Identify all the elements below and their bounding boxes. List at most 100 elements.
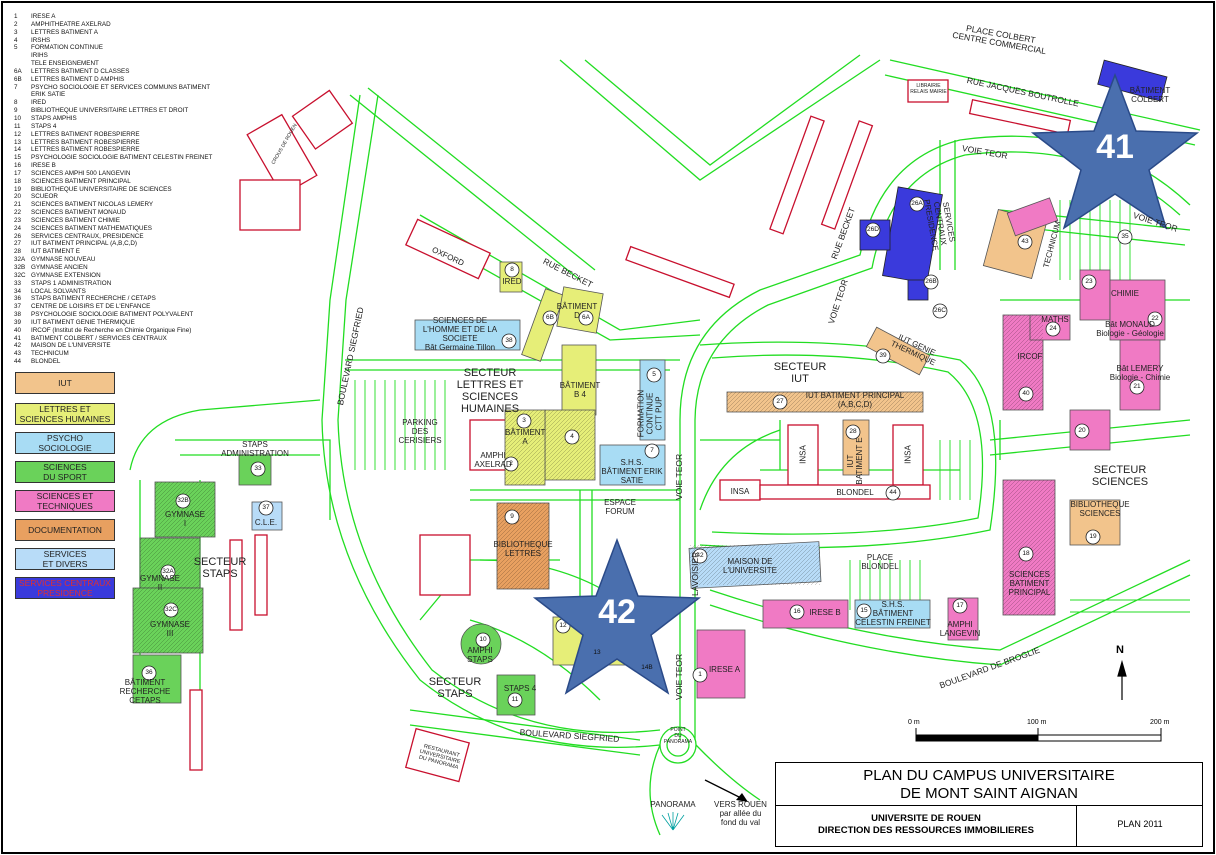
legend-entry-number: 7 bbox=[14, 83, 18, 91]
label-insa-3: INSA bbox=[730, 487, 750, 496]
building-marker[interactable]: 38 bbox=[505, 337, 513, 344]
building-marker[interactable]: 23 bbox=[1085, 278, 1093, 285]
building-marker[interactable]: 28 bbox=[849, 428, 857, 435]
building-marker[interactable]: 42 bbox=[696, 552, 704, 559]
legend-entry-name: TELE ENSEIGNEMENT bbox=[31, 60, 99, 68]
building-marker[interactable]: 43 bbox=[1021, 238, 1029, 245]
outline-buildings bbox=[189, 79, 1072, 783]
label-gymnase-2: GYMNASE II bbox=[139, 574, 180, 592]
map-subtitle: UNIVERSITE DE ROUEN DIRECTION DES RESSOU… bbox=[818, 813, 1034, 836]
legend-entry-number: 6A bbox=[14, 67, 22, 75]
label-place-blondel: PLACE BLONDEL bbox=[861, 553, 899, 571]
hatch-overlay bbox=[133, 315, 1055, 653]
legend-entry-number: 42 bbox=[14, 342, 22, 350]
label-cle: C.L.E. bbox=[254, 518, 278, 527]
label-ired: IRED bbox=[502, 277, 522, 286]
building-marker[interactable]: 6B bbox=[546, 314, 554, 321]
building-marker[interactable]: 14B bbox=[641, 664, 653, 671]
building-marker[interactable]: 32C bbox=[165, 606, 177, 613]
legend-entry-name: IUT BATIMENT PRINCIPAL (A,B,C,D) bbox=[31, 240, 138, 248]
legend-entry-name: STAPS 1 ADMINISTRATION bbox=[31, 279, 112, 287]
building-marker[interactable]: 5 bbox=[652, 371, 656, 378]
building-marker[interactable]: 37 bbox=[262, 504, 270, 511]
building-marker[interactable]: 22 bbox=[1151, 315, 1159, 322]
star-number-41[interactable]: 41 bbox=[1096, 128, 1134, 166]
building-marker[interactable]: 26D bbox=[867, 226, 879, 233]
building-marker[interactable]: 26A bbox=[911, 200, 923, 207]
building-marker[interactable]: 36 bbox=[145, 669, 153, 676]
legend-entry-name: PSYCHOLOGIE SOCIOLOGIE BATIMENT CELESTIN… bbox=[31, 154, 213, 162]
building-marker[interactable]: 44 bbox=[889, 489, 897, 496]
sector-staps-west-label: SECTEUR STAPS bbox=[193, 556, 247, 580]
building-marker[interactable]: 32B bbox=[177, 497, 189, 504]
building-marker[interactable]: 20 bbox=[1078, 427, 1086, 434]
building-marker[interactable]: 33 bbox=[254, 465, 262, 472]
building-marker[interactable]: 39 bbox=[879, 352, 887, 359]
star-42 bbox=[532, 537, 702, 695]
scale-bar bbox=[915, 728, 1162, 742]
building-marker[interactable]: 32A bbox=[162, 568, 174, 575]
category-key: SCIENCES ET TECHNIQUES bbox=[15, 490, 115, 512]
building-marker[interactable]: 40 bbox=[1022, 390, 1030, 397]
building-marker[interactable]: 8 bbox=[510, 266, 514, 273]
building-marker[interactable]: 6A bbox=[582, 314, 590, 321]
legend-entry-name: STAPS BATIMENT RECHERCHE / CETAPS bbox=[31, 295, 156, 303]
building-marker[interactable]: 11 bbox=[511, 696, 519, 703]
legend-entry-number: 28 bbox=[14, 248, 22, 256]
building-marker[interactable]: 12 bbox=[559, 622, 567, 629]
legend-entry-number: 40 bbox=[14, 326, 22, 334]
legend-entry-name: SCIENCES BATIMENT CHIMIE bbox=[31, 216, 120, 224]
building-marker[interactable]: 4 bbox=[570, 433, 574, 440]
building-marker[interactable]: 18 bbox=[1022, 550, 1030, 557]
label-insa-2: INSA bbox=[903, 445, 913, 464]
label-shs-satie: S.H.S. BÂTIMENT ERIK SATIE bbox=[601, 458, 663, 485]
building-marker[interactable]: 24 bbox=[1049, 325, 1057, 332]
star-number-42[interactable]: 42 bbox=[598, 593, 636, 631]
road-label-voie-teor-5: VOIE TEOR bbox=[674, 653, 684, 700]
building-marker[interactable]: 16 bbox=[793, 608, 801, 615]
building-marker[interactable]: 21 bbox=[1133, 383, 1141, 390]
label-irese-a: IRESE A bbox=[708, 665, 741, 674]
building-marker[interactable]: 19 bbox=[1089, 533, 1097, 540]
building-marker[interactable]: 2 bbox=[509, 460, 513, 467]
legend-entry-name: BLONDEL bbox=[31, 358, 61, 366]
building-marker[interactable]: 27 bbox=[776, 398, 784, 405]
building-marker[interactable]: 13 bbox=[593, 649, 601, 656]
building-marker[interactable]: 26C bbox=[934, 307, 946, 314]
legend-entry-name: LETTRES BATIMENT ROBESPIERRE bbox=[31, 138, 140, 146]
building-marker[interactable]: 15 bbox=[860, 607, 868, 614]
building-marker[interactable]: 3 bbox=[522, 417, 526, 424]
label-shs-freinet: S.H.S. BÂTIMENT CELESTIN FREINET bbox=[855, 600, 931, 627]
building-marker[interactable]: 17 bbox=[956, 602, 964, 609]
label-bibliotheque-lettres: BIBLIOTHEQUE LETTRES bbox=[493, 540, 553, 558]
building-marker[interactable]: 1 bbox=[698, 671, 702, 678]
legend-entry-name: BIBLIOTHEQUE UNIVERSITAIRE LETTRES ET DR… bbox=[31, 107, 189, 115]
building-marker[interactable]: 9 bbox=[510, 513, 514, 520]
legend-entry-number: 32A bbox=[14, 256, 26, 264]
building-marker[interactable]: 26B bbox=[925, 278, 937, 285]
legend-entry-name: IUT BATIMENT GENIE THERMIQUE bbox=[31, 318, 135, 326]
building-marker[interactable]: 10 bbox=[479, 636, 487, 643]
building-marker[interactable]: 35 bbox=[1121, 233, 1129, 240]
legend-entry-number: 22 bbox=[14, 209, 22, 217]
legend-entry-number bbox=[14, 52, 31, 60]
building-marker[interactable]: 7 bbox=[650, 447, 654, 454]
label-amphi-axelrad: AMPHI AXELRAD bbox=[474, 451, 512, 469]
category-key: SCIENCES DU SPORT bbox=[15, 461, 115, 483]
north-arrow bbox=[1117, 659, 1127, 700]
road-boulevard-de-broglie bbox=[709, 559, 1191, 651]
label-gymnase-1: GYMNASE I bbox=[164, 510, 205, 528]
plan-year: PLAN 2011 bbox=[1117, 819, 1163, 829]
